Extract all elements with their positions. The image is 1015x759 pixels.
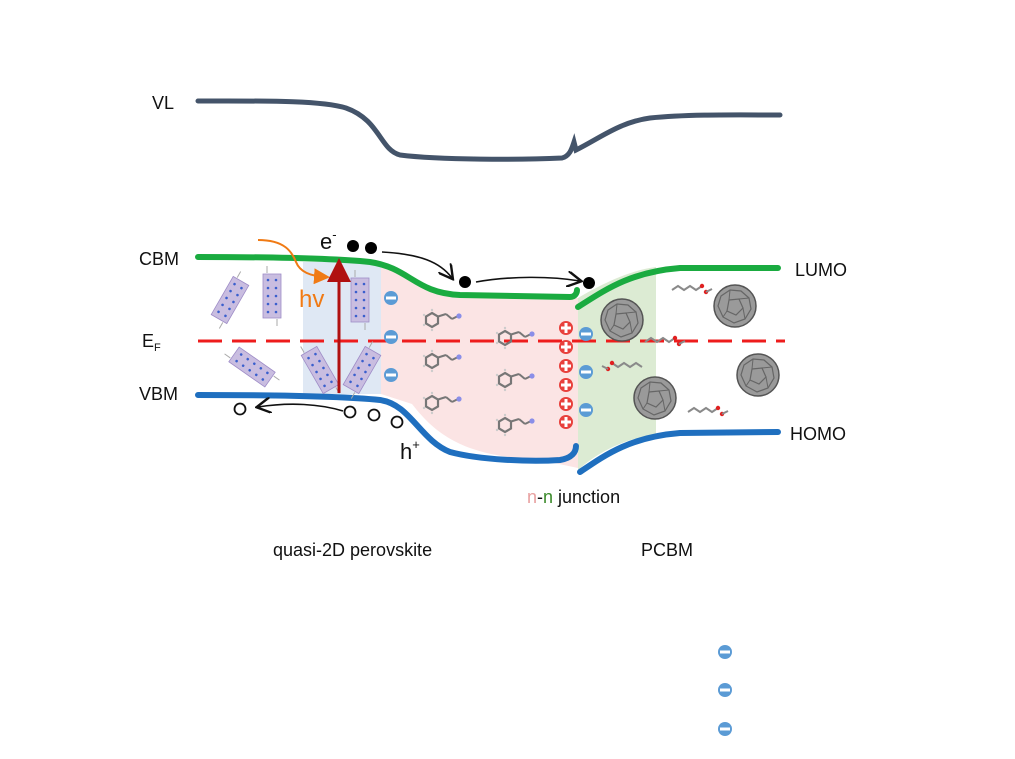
homo-label: HOMO (790, 424, 846, 444)
electron-symbol: e (320, 229, 332, 254)
holes (233, 402, 404, 429)
electron-superscript: - (332, 227, 336, 242)
perovskite-label: quasi-2D perovskite (273, 540, 432, 560)
positive-charge-icon (559, 415, 573, 429)
negative-charge-icon (384, 291, 398, 305)
negative-charge-icon (579, 365, 593, 379)
hole-icon (367, 408, 381, 422)
hole-icon (390, 415, 404, 429)
photon-arrow-icon (257, 239, 330, 285)
negative-charge-icon (579, 327, 593, 341)
stray-negative-charges (718, 645, 732, 736)
electron-transfer-arrow-2 (475, 277, 580, 282)
positive-charge-icon (559, 359, 573, 373)
vbm-label: VBM (139, 384, 178, 404)
hole-transfer-arrow (258, 404, 344, 411)
electrons (347, 240, 595, 289)
positive-charge-icon (559, 397, 573, 411)
junction-label: n-n junction (527, 487, 620, 507)
negative-charge-icon (384, 368, 398, 382)
electron-label: e- (320, 227, 337, 254)
vacuum-level-line (195, 98, 783, 162)
cbm-label: CBM (139, 249, 179, 269)
hole-superscript: + (412, 437, 420, 452)
lumo-line (575, 265, 781, 310)
vbm-line (195, 392, 579, 464)
positive-charge-icon (559, 340, 573, 354)
lumo-label: LUMO (795, 260, 847, 280)
electron-icon (459, 276, 471, 288)
negative-charge-icon (384, 330, 398, 344)
hole-icon (343, 405, 357, 419)
positive-charge-icon (559, 321, 573, 335)
electron-icon (365, 242, 377, 254)
vl-label: VL (152, 93, 174, 113)
negative-charge-icon (579, 403, 593, 417)
junction-n1: n (527, 487, 537, 507)
ef-label: EF (142, 331, 161, 354)
electron-icon (347, 240, 359, 252)
cbm-line (195, 254, 580, 301)
junction-word: junction (553, 487, 620, 507)
negative-charge-icon (718, 645, 732, 659)
perovskite-negative-charges (384, 291, 398, 382)
electron-icon (583, 277, 595, 289)
junction-n2: n (543, 487, 553, 507)
junction-positive-charges (559, 321, 573, 429)
homo-line (577, 429, 781, 475)
electron-transfer-arrow-1 (381, 251, 452, 278)
pcbm-label: PCBM (641, 540, 693, 560)
hole-symbol: h (400, 439, 412, 464)
negative-charge-icon (718, 683, 732, 697)
ef-sub: F (154, 342, 161, 354)
negative-charge-icon (718, 722, 732, 736)
ef-main: E (142, 331, 154, 351)
photon-label: hv (299, 286, 324, 313)
hole-icon (233, 402, 247, 416)
positive-charge-icon (559, 378, 573, 392)
hole-label: h+ (400, 437, 420, 464)
junction-dash: - (537, 487, 543, 507)
pcbm-negative-charges (579, 327, 593, 417)
